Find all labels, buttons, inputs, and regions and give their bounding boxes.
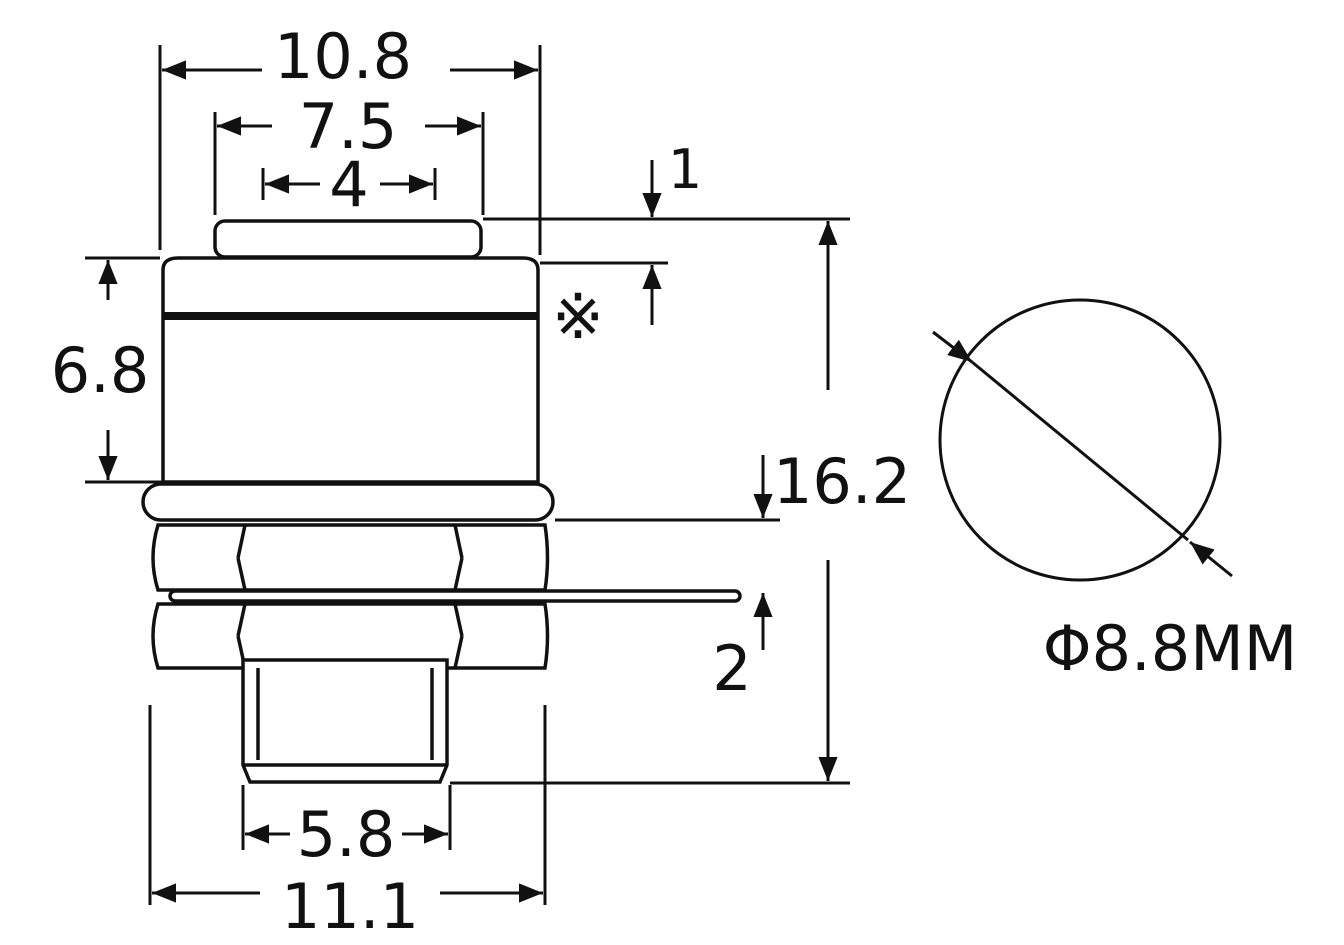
panel-hole-view bbox=[932, 298, 1233, 582]
button-cap bbox=[213, 219, 483, 259]
dim-nut-gap: 2 bbox=[712, 632, 751, 705]
note-mark: ※ bbox=[552, 280, 604, 353]
switch-side-view bbox=[141, 219, 742, 784]
hex-nut-lower bbox=[151, 602, 550, 670]
dim-cap-top: 4 bbox=[329, 148, 368, 221]
switch-body bbox=[161, 256, 540, 484]
washer bbox=[168, 589, 742, 603]
dim-overall-width: 10.8 bbox=[274, 20, 412, 93]
dim-cap-height: 1 bbox=[668, 138, 702, 201]
dim-body-height: 6.8 bbox=[51, 334, 150, 407]
dim-thread-width: 5.8 bbox=[297, 798, 396, 871]
panel-hole-circle bbox=[938, 298, 1222, 582]
dim-cap-width: 7.5 bbox=[299, 90, 398, 163]
dimension-lines bbox=[85, 45, 850, 905]
dim-total-height: 16.2 bbox=[773, 445, 911, 518]
flange-ring bbox=[141, 482, 555, 522]
hex-nut-upper bbox=[151, 523, 550, 592]
panel-hole-label: Φ8.8MM bbox=[1043, 612, 1297, 685]
dim-nut-width: 11.1 bbox=[281, 870, 419, 943]
